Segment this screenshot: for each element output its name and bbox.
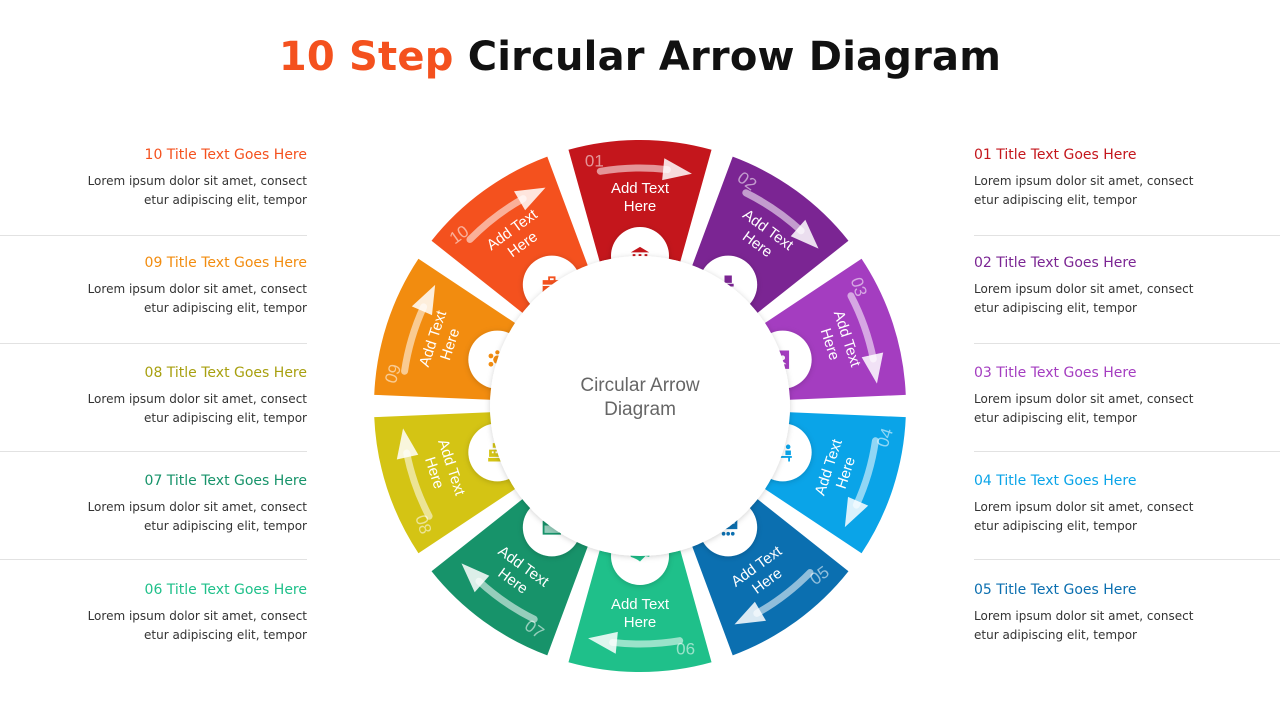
divider <box>974 235 1280 236</box>
step-title-09: 09 Title Text Goes Here <box>144 255 307 271</box>
step-arrow-head <box>513 187 546 211</box>
step-arrow-shaft <box>609 637 684 648</box>
step-desc-01: Lorem ipsum dolor sit amet, consect etur … <box>974 172 1280 210</box>
center-label-line-2: Diagram <box>604 399 676 420</box>
step-arrow-head <box>411 284 436 316</box>
step-desc-04: Lorem ipsum dolor sit amet, consect etur … <box>974 498 1280 536</box>
step-title-08: 08 Title Text Goes Here <box>144 365 307 381</box>
step-number-06: 06 <box>676 639 695 658</box>
step-desc-line: etur adipiscing elit, tempor <box>974 411 1137 425</box>
step-desc-line: etur adipiscing elit, tempor <box>144 628 307 642</box>
step-desc-07: Lorem ipsum dolor sit amet, consect etur … <box>0 498 307 536</box>
step-arrow-head <box>861 352 884 384</box>
step-desc-06: Lorem ipsum dolor sit amet, consect etur … <box>0 607 307 645</box>
step-arrow-head <box>734 601 767 625</box>
step-arrow-head <box>588 631 618 654</box>
step-card-05: 05 Title Text Goes Here Lorem ipsum dolo… <box>974 581 1280 645</box>
step-desc-line: Lorem ipsum dolor sit amet, consect <box>974 500 1194 514</box>
step-card-04: 04 Title Text Goes Here Lorem ipsum dolo… <box>974 472 1280 536</box>
step-card-02: 02 Title Text Goes Here Lorem ipsum dolo… <box>974 254 1280 318</box>
step-card-10: 10 Title Text Goes Here Lorem ipsum dolo… <box>0 146 307 210</box>
step-title-06: 06 Title Text Goes Here <box>144 582 307 598</box>
divider <box>974 451 1280 452</box>
step-desc-line: Lorem ipsum dolor sit amet, consect <box>87 609 307 623</box>
step-desc-line: Lorem ipsum dolor sit amet, consect <box>974 174 1194 188</box>
step-number-09: 09 <box>381 362 405 386</box>
step-desc-05: Lorem ipsum dolor sit amet, consect etur … <box>974 607 1280 645</box>
divider <box>0 451 307 452</box>
step-arrow-head <box>844 496 869 528</box>
step-number-03: 03 <box>847 275 871 299</box>
step-desc-03: Lorem ipsum dolor sit amet, consect etur … <box>974 390 1280 428</box>
divider <box>974 559 1280 560</box>
step-desc-line: etur adipiscing elit, tempor <box>974 519 1137 533</box>
step-label-01: Add Text <box>611 180 670 197</box>
step-title-03: 03 Title Text Goes Here <box>974 365 1137 381</box>
divider <box>0 559 307 560</box>
step-desc-08: Lorem ipsum dolor sit amet, consect etur … <box>0 390 307 428</box>
step-card-03: 03 Title Text Goes Here Lorem ipsum dolo… <box>974 364 1280 428</box>
step-desc-line: etur adipiscing elit, tempor <box>974 301 1137 315</box>
step-desc-line: etur adipiscing elit, tempor <box>144 301 307 315</box>
step-arrow-head <box>790 219 819 249</box>
step-title-07: 07 Title Text Goes Here <box>144 473 307 489</box>
step-title-04: 04 Title Text Goes Here <box>974 473 1137 489</box>
step-label-01: Here <box>624 198 657 215</box>
page-title: 10 Step Circular Arrow Diagram <box>0 34 1280 80</box>
center-disc <box>490 256 790 556</box>
divider <box>0 235 307 236</box>
step-arrow-head <box>461 563 490 593</box>
title-rest: Circular Arrow Diagram <box>467 34 1002 80</box>
step-desc-09: Lorem ipsum dolor sit amet, consect etur … <box>0 280 307 318</box>
step-desc-line: etur adipiscing elit, tempor <box>974 193 1137 207</box>
step-arrow-head <box>662 158 692 181</box>
step-desc-line: Lorem ipsum dolor sit amet, consect <box>974 392 1194 406</box>
step-desc-line: etur adipiscing elit, tempor <box>974 628 1137 642</box>
step-title-10: 10 Title Text Goes Here <box>144 147 307 163</box>
divider <box>0 343 307 344</box>
step-arrow-head <box>396 428 419 460</box>
step-card-08: 08 Title Text Goes Here Lorem ipsum dolo… <box>0 364 307 428</box>
step-title-05: 05 Title Text Goes Here <box>974 582 1137 598</box>
step-desc-line: Lorem ipsum dolor sit amet, consect <box>87 500 307 514</box>
step-number-01: 01 <box>585 152 604 171</box>
step-arrow-shaft <box>596 164 671 175</box>
step-desc-line: etur adipiscing elit, tempor <box>144 193 307 207</box>
title-accent: 10 Step <box>278 34 454 80</box>
step-desc-02: Lorem ipsum dolor sit amet, consect etur … <box>974 280 1280 318</box>
step-label-06: Add Text <box>611 596 670 613</box>
step-desc-line: etur adipiscing elit, tempor <box>144 411 307 425</box>
step-desc-10: Lorem ipsum dolor sit amet, consect etur … <box>0 172 307 210</box>
step-desc-line: Lorem ipsum dolor sit amet, consect <box>87 282 307 296</box>
step-title-01: 01 Title Text Goes Here <box>974 147 1137 163</box>
step-title-02: 02 Title Text Goes Here <box>974 255 1137 271</box>
step-desc-line: etur adipiscing elit, tempor <box>144 519 307 533</box>
step-number-04: 04 <box>873 426 897 450</box>
step-card-07: 07 Title Text Goes Here Lorem ipsum dolo… <box>0 472 307 536</box>
divider <box>974 343 1280 344</box>
step-card-06: 06 Title Text Goes Here Lorem ipsum dolo… <box>0 581 307 645</box>
step-desc-line: Lorem ipsum dolor sit amet, consect <box>974 282 1194 296</box>
step-label-06: Here <box>624 614 657 631</box>
step-card-09: 09 Title Text Goes Here Lorem ipsum dolo… <box>0 254 307 318</box>
step-desc-line: Lorem ipsum dolor sit amet, consect <box>974 609 1194 623</box>
step-desc-line: Lorem ipsum dolor sit amet, consect <box>87 174 307 188</box>
step-desc-line: Lorem ipsum dolor sit amet, consect <box>87 392 307 406</box>
step-number-08: 08 <box>411 512 435 536</box>
center-label-line-1: Circular Arrow <box>580 375 700 396</box>
step-card-01: 01 Title Text Goes Here Lorem ipsum dolo… <box>974 146 1280 210</box>
